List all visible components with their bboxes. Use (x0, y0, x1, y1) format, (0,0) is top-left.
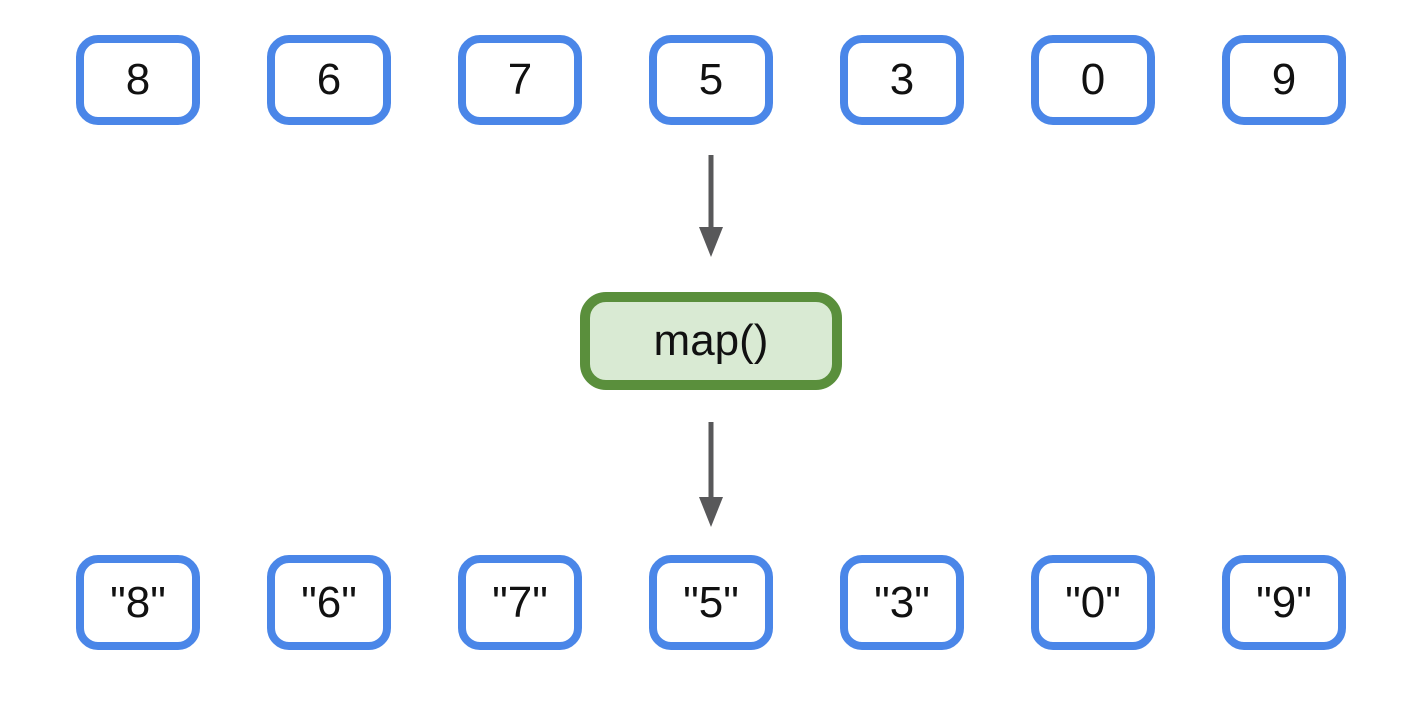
down-arrow-icon (699, 422, 723, 527)
output-cell: "3" (840, 555, 964, 650)
output-cell: "6" (267, 555, 391, 650)
input-cell: 3 (840, 35, 964, 125)
input-cell: 7 (458, 35, 582, 125)
output-cell: "9" (1222, 555, 1346, 650)
input-cell: 8 (76, 35, 200, 125)
output-cell: "7" (458, 555, 582, 650)
input-values-row: 8 6 7 5 3 0 9 (0, 35, 1422, 125)
input-cell: 0 (1031, 35, 1155, 125)
input-cell: 5 (649, 35, 773, 125)
down-arrow-icon (699, 155, 723, 257)
input-cell: 9 (1222, 35, 1346, 125)
output-cell: "0" (1031, 555, 1155, 650)
output-values-row: "8" "6" "7" "5" "3" "0" "9" (0, 555, 1422, 650)
input-cell: 6 (267, 35, 391, 125)
output-cell: "5" (649, 555, 773, 650)
map-function-box: map() (580, 292, 842, 390)
output-cell: "8" (76, 555, 200, 650)
